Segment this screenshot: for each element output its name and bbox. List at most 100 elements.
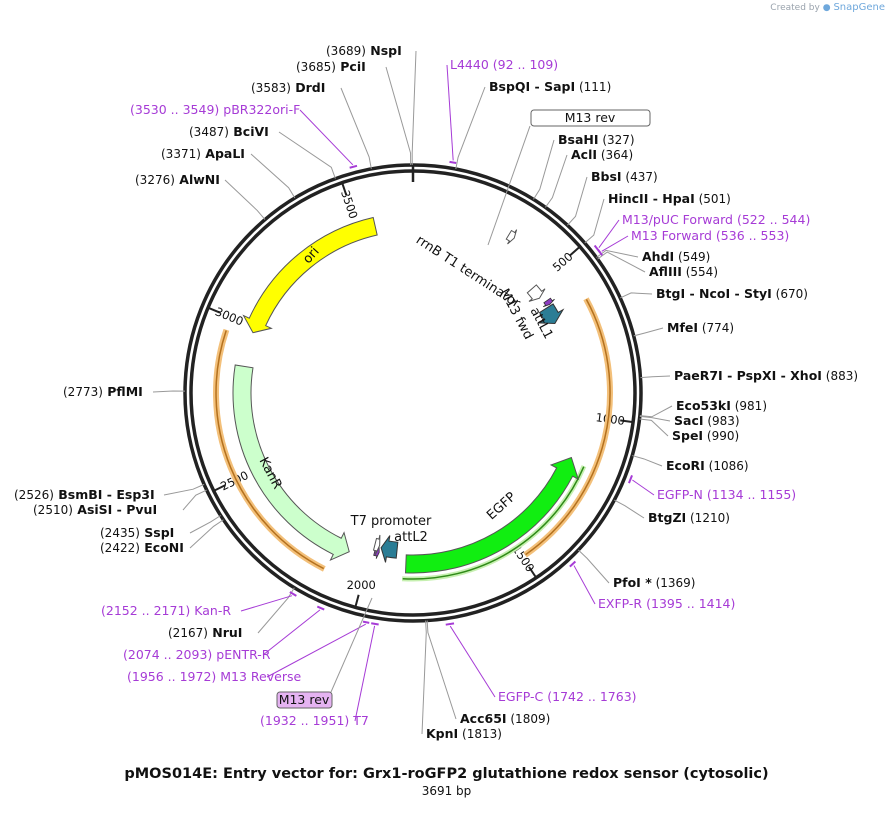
site-position: (3583) — [251, 81, 291, 95]
site-label: SacI (983) — [674, 413, 740, 428]
primer-range: (1134 .. 1155) — [707, 487, 796, 502]
enzyme-name: BbsI — [591, 169, 622, 184]
primer-label: M13 Forward (536 .. 553) — [631, 228, 789, 243]
primer-leader — [632, 479, 655, 496]
egfp-inner-line — [402, 466, 585, 580]
enzyme-name: EcoRI — [666, 458, 705, 473]
feature-labels: ori KanR EGFP attL1 attL2 M13 fwd rrnB T… — [256, 233, 556, 545]
site-leader — [163, 483, 205, 496]
primer-mark — [445, 622, 455, 626]
m13-rev-frame — [276, 691, 333, 709]
site-leader — [455, 86, 486, 170]
primer-leader — [240, 595, 293, 612]
tick-mark — [213, 484, 226, 492]
enzyme-name: Eco53kI — [676, 398, 731, 413]
enzyme-name: XhoI — [790, 368, 822, 383]
site-position: (501) — [699, 192, 731, 206]
enzyme-name: PfoI * — [613, 575, 652, 590]
primer-range: (1742 .. 1763) — [547, 689, 636, 704]
backbone-inner — [189, 169, 637, 617]
site-leader — [189, 519, 224, 549]
primer-leader — [573, 565, 596, 605]
primer-range: (1932 .. 1951) — [260, 713, 349, 728]
feature-kanr — [232, 364, 350, 562]
site-leader — [633, 327, 664, 337]
site-leader — [614, 499, 645, 519]
site-position: (1813) — [462, 727, 502, 741]
site-label: HincII - HpaI (501) — [608, 191, 731, 206]
orf-arcs — [213, 297, 613, 582]
enzyme-name: SapI — [544, 79, 575, 94]
site-leader — [411, 50, 417, 166]
site-label: (3583) DrdI — [251, 80, 325, 95]
tick-mark — [341, 182, 348, 196]
map-title: pMOS014E: Entry vector for: Grx1-roGFP2 … — [124, 766, 769, 782]
rrnb-t2-leader — [487, 125, 531, 246]
site-leader — [385, 66, 412, 166]
site-leader — [639, 418, 669, 437]
site-label: AhdI (549) — [642, 249, 710, 264]
primer-range: (92 .. 109) — [493, 57, 558, 72]
primer-leader — [446, 64, 454, 161]
site-leader — [545, 154, 568, 208]
site-leader — [620, 292, 653, 299]
primer-leader — [354, 625, 376, 722]
enzyme-name: Acc65I — [460, 711, 507, 726]
primer-name: pENTR-R — [216, 647, 271, 662]
site-label: (2773) PflMI — [63, 384, 143, 399]
tick-mark — [354, 594, 360, 608]
enzyme-name: BtgZI — [648, 510, 686, 525]
enzyme-name: AhdI — [642, 249, 674, 264]
enzyme-name: PspXI — [737, 368, 777, 383]
feature-attl1 — [537, 303, 565, 324]
site-position: (981) — [735, 399, 767, 413]
site-position: (2422) — [100, 541, 140, 555]
primer-name: EXFP-R — [598, 596, 642, 611]
enzyme-name: EcoNI — [144, 540, 184, 555]
primer-name: L4440 — [450, 57, 489, 72]
site-label: BsaHI (327) — [558, 132, 635, 147]
site-label: (2435) SspI — [100, 525, 174, 540]
site-label: Acc65I (1809) — [460, 711, 550, 726]
site-position: (3689) — [326, 44, 366, 58]
site-leader — [632, 455, 663, 467]
site-label: (2510) AsiSI - PvuI — [33, 502, 157, 517]
site-position: (2510) — [33, 503, 73, 517]
primer-range: (522 .. 544) — [737, 212, 810, 227]
rrnb-t2-box: M13 rev — [530, 109, 651, 127]
primer-name: M13/pUC Forward — [622, 212, 733, 227]
features — [232, 216, 580, 574]
primer-mark — [597, 249, 603, 256]
site-position: (549) — [678, 250, 710, 264]
primer-name: Kan-R — [194, 603, 231, 618]
primer-mark — [316, 605, 325, 611]
primer-range: (1395 .. 1414) — [646, 596, 735, 611]
orf-line-egfp — [525, 299, 611, 556]
primer-name: M13 Reverse — [220, 669, 301, 684]
enzyme-name: AsiSI — [77, 502, 112, 517]
site-position: (883) — [826, 369, 858, 383]
site-label: (3689) NspI — [326, 43, 402, 58]
primer-range: (2152 .. 2171) — [101, 603, 190, 618]
site-leader — [596, 249, 639, 258]
enzyme-name: AlwNI — [179, 172, 220, 187]
enzyme-name: BsmBI — [58, 487, 102, 502]
primer-leader — [598, 219, 620, 248]
primer-marks — [289, 160, 633, 626]
enzyme-name: KpnI — [426, 726, 458, 741]
site-leader — [639, 405, 673, 418]
site-leader — [278, 131, 336, 179]
primer-mark — [371, 622, 379, 626]
primer-label: EXFP-R (1395 .. 1414) — [598, 596, 735, 611]
m13-rev-leader — [330, 597, 373, 693]
enzyme-name: PaeR7I — [674, 368, 723, 383]
rrnb-t2-frame — [530, 109, 651, 127]
site-label: MfeI (774) — [667, 320, 734, 335]
site-leader — [426, 620, 457, 720]
primer-leader — [449, 625, 496, 698]
site-label: AclI (364) — [571, 147, 633, 162]
primer-mark — [349, 164, 358, 169]
enzyme-name: AflIII — [649, 264, 682, 279]
m13-rev-box: M13 rev — [276, 691, 333, 709]
